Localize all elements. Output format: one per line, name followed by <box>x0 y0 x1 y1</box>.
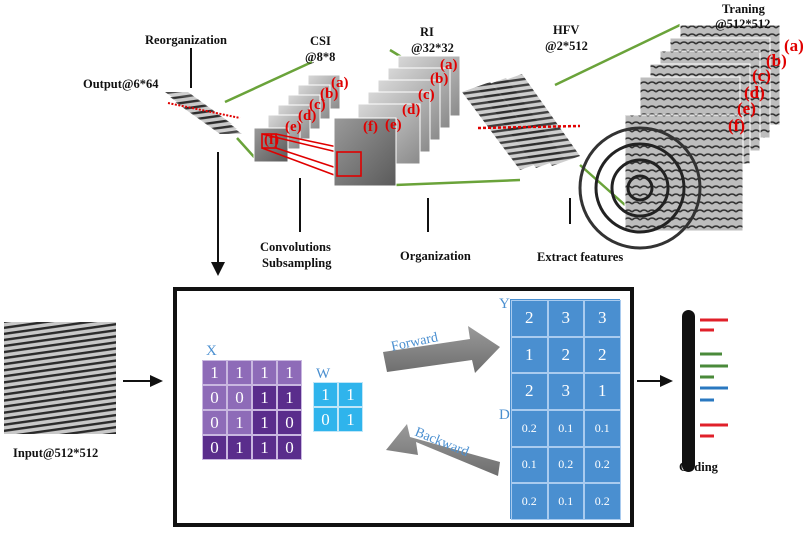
matrix-w-name: W <box>316 366 331 382</box>
md-cell: 0.2 <box>584 483 621 520</box>
hfv-stack <box>462 74 581 170</box>
csi-label-c: (c) <box>309 97 326 113</box>
backward-arrow <box>386 424 500 476</box>
csi-label-a: (a) <box>331 75 349 91</box>
csi-label-e: (e) <box>285 119 302 135</box>
label-subsampling: Subsampling <box>262 256 332 270</box>
mx-cell: 1 <box>252 360 277 385</box>
label-ri-title: RI <box>420 25 434 39</box>
mx-cell: 1 <box>227 360 252 385</box>
md-cell: 0.1 <box>584 410 621 447</box>
train-label-f: (f) <box>728 116 745 135</box>
train-label-e: (e) <box>737 99 756 118</box>
mx-cell: 0 <box>202 410 227 435</box>
ri-label-b: (b) <box>430 71 449 87</box>
csi-label-f: (f) <box>264 132 279 148</box>
mx-cell: 0 <box>277 435 302 460</box>
my-cell: 3 <box>584 300 621 337</box>
label-pointers <box>190 48 571 232</box>
mx-cell: 1 <box>202 360 227 385</box>
label-csi-size: @8*8 <box>305 50 336 64</box>
matrix-y-name: Y <box>499 296 510 312</box>
mx-cell: 1 <box>227 435 252 460</box>
input-image <box>4 322 116 434</box>
mx-cell: 0 <box>202 435 227 460</box>
my-cell: 2 <box>511 373 548 410</box>
md-cell: 0.1 <box>511 446 548 483</box>
md-cell: 0.2 <box>511 483 548 520</box>
ri-label-d: (d) <box>402 102 421 118</box>
training-stack <box>578 24 781 250</box>
mx-cell: 1 <box>277 360 302 385</box>
mw-cell: 1 <box>338 382 363 407</box>
output-stack <box>165 92 242 134</box>
label-hfv-size: @2*512 <box>545 39 588 53</box>
ri-label-f: (f) <box>363 119 378 135</box>
ri-label-c: (c) <box>418 87 435 103</box>
train-label-b: (b) <box>766 51 787 70</box>
mw-cell: 1 <box>313 382 338 407</box>
label-convolutions: Convolutions <box>260 240 331 254</box>
label-training-size: @512*512 <box>715 17 771 31</box>
csi-label-b: (b) <box>320 86 339 102</box>
matrix-x-name: X <box>206 343 217 359</box>
train-label-a: (a) <box>784 36 804 55</box>
ri-label-e: (e) <box>385 117 402 133</box>
mw-cell: 0 <box>313 407 338 432</box>
my-cell: 1 <box>511 336 548 373</box>
forward-arrow <box>383 326 500 373</box>
train-label-d: (d) <box>744 83 765 102</box>
label-organization: Organization <box>400 249 471 263</box>
input-arrow <box>123 375 163 387</box>
mx-cell: 1 <box>252 410 277 435</box>
mx-cell: 1 <box>277 385 302 410</box>
label-output: Output@6*64 <box>83 77 159 91</box>
my-cell: 2 <box>584 336 621 373</box>
train-label-c: (c) <box>752 66 771 85</box>
label-extract-features: Extract features <box>537 250 624 264</box>
md-cell: 0.1 <box>547 483 584 520</box>
label-hfv-title: HFV <box>553 23 580 37</box>
md-cell: 0.2 <box>511 410 548 447</box>
my-cell: 3 <box>547 373 584 410</box>
output-arrow <box>637 375 673 387</box>
mx-cell: 0 <box>227 385 252 410</box>
matrix-d-name: D <box>499 407 510 423</box>
down-arrow <box>211 152 225 276</box>
label-csi-title: CSI <box>310 34 331 48</box>
csi-label-d: (d) <box>298 108 317 124</box>
my-cell: 3 <box>547 300 584 337</box>
label-ri-size: @32*32 <box>411 41 454 55</box>
md-cell: 0.2 <box>584 446 621 483</box>
label-training-title: Traning <box>722 2 765 16</box>
label-coding: Coding <box>679 460 718 474</box>
my-cell: 1 <box>584 373 621 410</box>
mx-cell: 1 <box>252 435 277 460</box>
label-input: Input@512*512 <box>13 446 99 460</box>
csi-stack <box>253 74 341 163</box>
mx-cell: 1 <box>252 385 277 410</box>
md-cell: 0.2 <box>547 446 584 483</box>
mx-cell: 0 <box>202 385 227 410</box>
mw-cell: 1 <box>338 407 363 432</box>
ri-stack <box>333 55 461 187</box>
label-reorganization: Reorganization <box>145 33 227 47</box>
ri-label-a: (a) <box>440 57 458 73</box>
md-cell: 0.1 <box>547 410 584 447</box>
mx-cell: 0 <box>277 410 302 435</box>
coding-bar <box>682 310 728 472</box>
my-cell: 2 <box>511 300 548 337</box>
my-cell: 2 <box>547 336 584 373</box>
mx-cell: 1 <box>227 410 252 435</box>
